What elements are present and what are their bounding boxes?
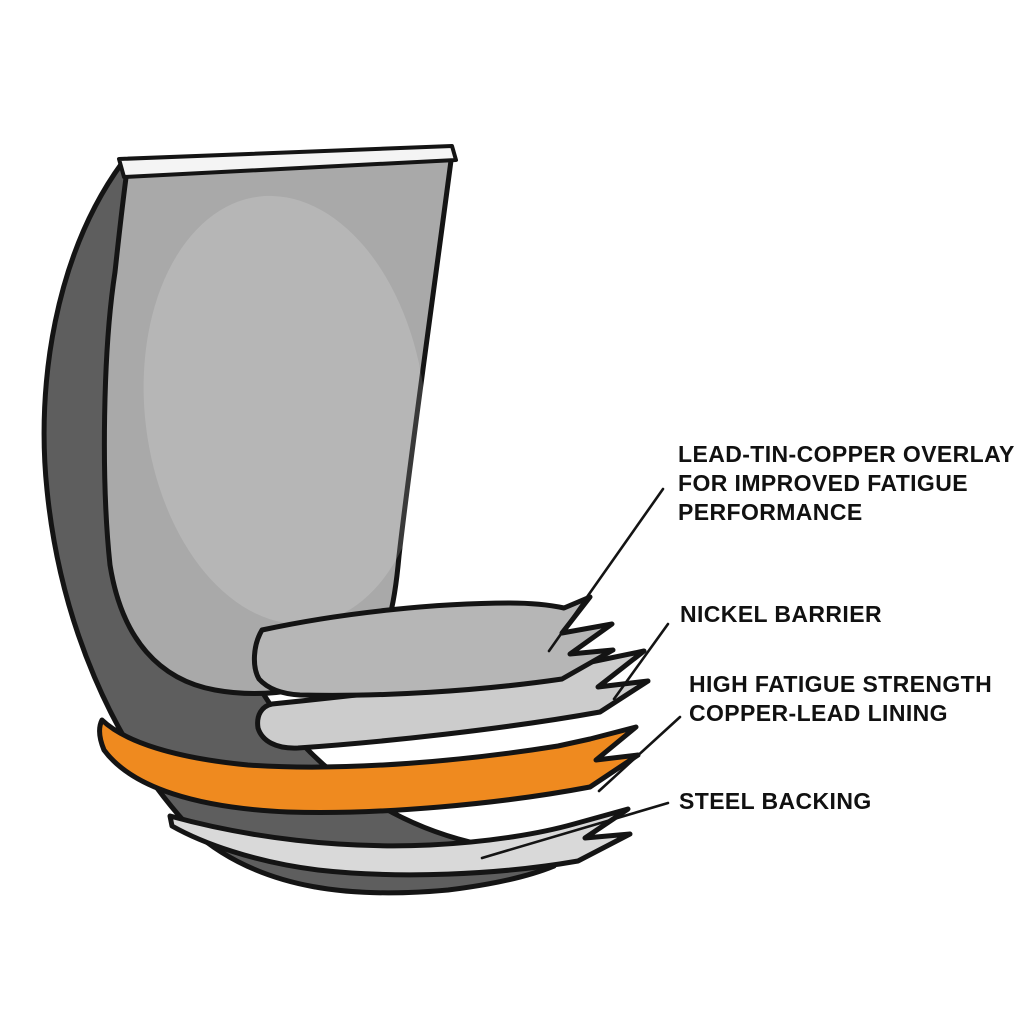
shell-inner-face: [101, 150, 455, 696]
leader-line-nickel: [612, 622, 670, 701]
label-lead-tin-copper-overlay: LEAD-TIN-COPPER OVERLAY FOR IMPROVED FAT…: [678, 441, 1015, 525]
overlay-layer: [252, 594, 616, 698]
copper-lead-lining-layer: [97, 717, 641, 815]
face-highlight: [143, 195, 427, 625]
leader-line-steel: [480, 801, 670, 860]
shell-top-rim: [117, 144, 458, 179]
steel-backing-layer: [167, 806, 633, 878]
leader-line-overlay: [547, 487, 665, 653]
label-nickel-barrier: NICKEL BARRIER: [680, 601, 882, 627]
label-steel-backing: STEEL BACKING: [679, 788, 872, 814]
label-copper-lead-lining: HIGH FATIGUE STRENGTH COPPER-LEAD LINING: [689, 671, 993, 726]
leader-line-copper-lead: [597, 715, 682, 793]
